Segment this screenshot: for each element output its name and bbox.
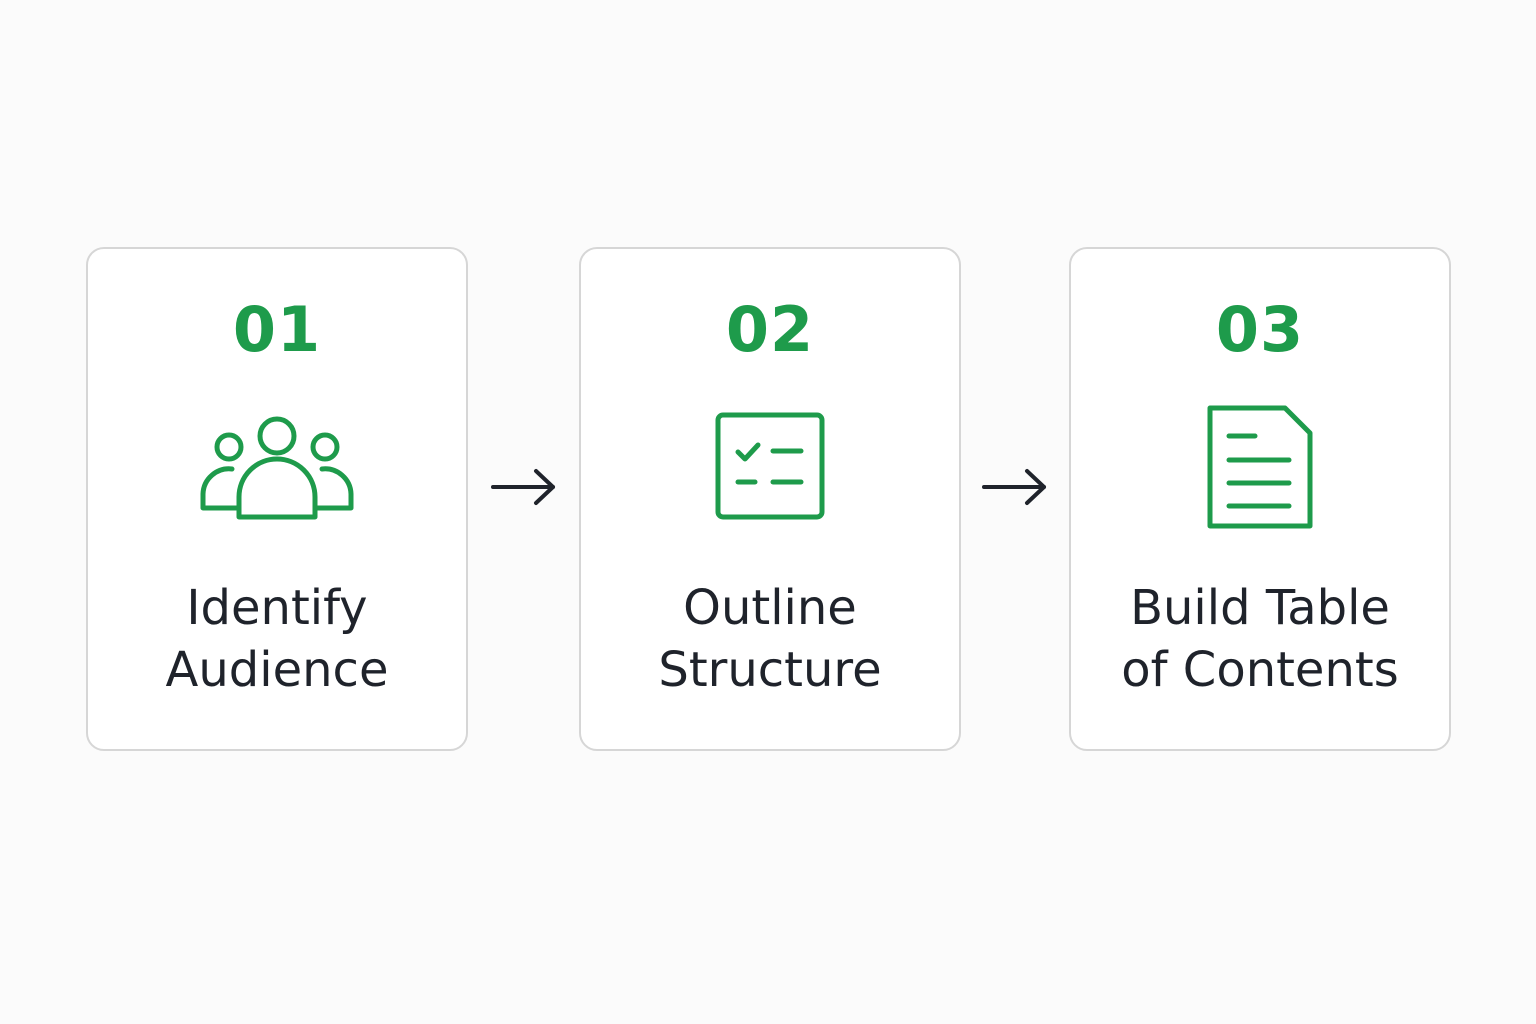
step-title-line: Structure (658, 642, 882, 698)
step-title-line: Audience (165, 642, 389, 698)
step-number: 02 (725, 293, 815, 366)
document-icon (1071, 403, 1449, 531)
step-card-build-table-of-contents: 03 Build Table of Contents (1069, 247, 1451, 751)
checklist-icon (581, 412, 959, 520)
step-card-identify-audience: 01 Identify Audience (86, 247, 468, 751)
arrow-right-icon (982, 469, 1046, 505)
step-title-line: Build Table (1130, 580, 1390, 636)
step-title: Build Table of Contents (1071, 577, 1449, 701)
step-number: 03 (1215, 293, 1305, 366)
step-title-line: of Contents (1121, 642, 1399, 698)
step-number: 01 (232, 293, 322, 366)
people-group-icon (88, 409, 466, 521)
step-title-line: Identify (186, 580, 368, 636)
arrow-right-icon (491, 469, 555, 505)
step-title: Identify Audience (88, 577, 466, 701)
step-title-line: Outline (683, 580, 857, 636)
step-title: Outline Structure (581, 577, 959, 701)
step-card-outline-structure: 02 Outline Structure (579, 247, 961, 751)
